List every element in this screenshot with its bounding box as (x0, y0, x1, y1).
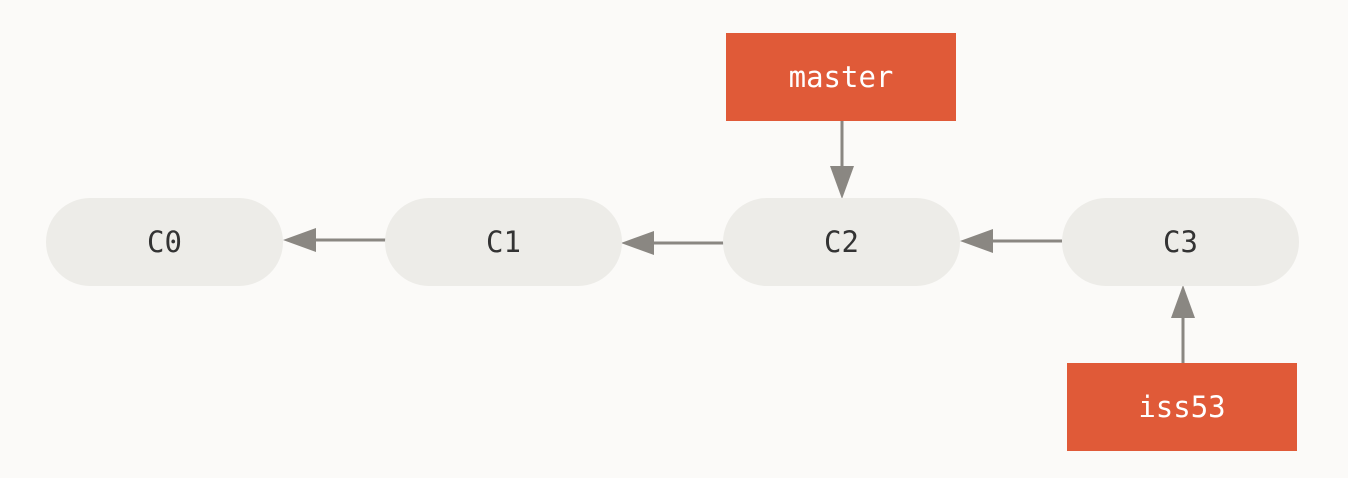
commit-c2-label: C2 (824, 225, 859, 259)
commit-c2: C2 (723, 198, 960, 286)
arrow-c1-to-c0 (283, 228, 400, 252)
arrow-master-to-c2 (830, 121, 854, 199)
commit-c0-label: C0 (147, 225, 182, 259)
commit-c3: C3 (1062, 198, 1299, 286)
arrow-c2-to-c1 (621, 231, 738, 255)
arrow-iss53-to-c3 (1171, 285, 1195, 363)
branch-iss53: iss53 (1067, 363, 1297, 451)
arrow-c3-to-c2 (960, 229, 1062, 253)
branch-master: master (726, 33, 956, 121)
branch-iss53-label: iss53 (1138, 390, 1226, 424)
commit-c0: C0 (46, 198, 283, 286)
branch-master-label: master (788, 60, 894, 94)
commit-c1-label: C1 (486, 225, 521, 259)
commit-c3-label: C3 (1163, 225, 1198, 259)
commit-c1: C1 (385, 198, 622, 286)
